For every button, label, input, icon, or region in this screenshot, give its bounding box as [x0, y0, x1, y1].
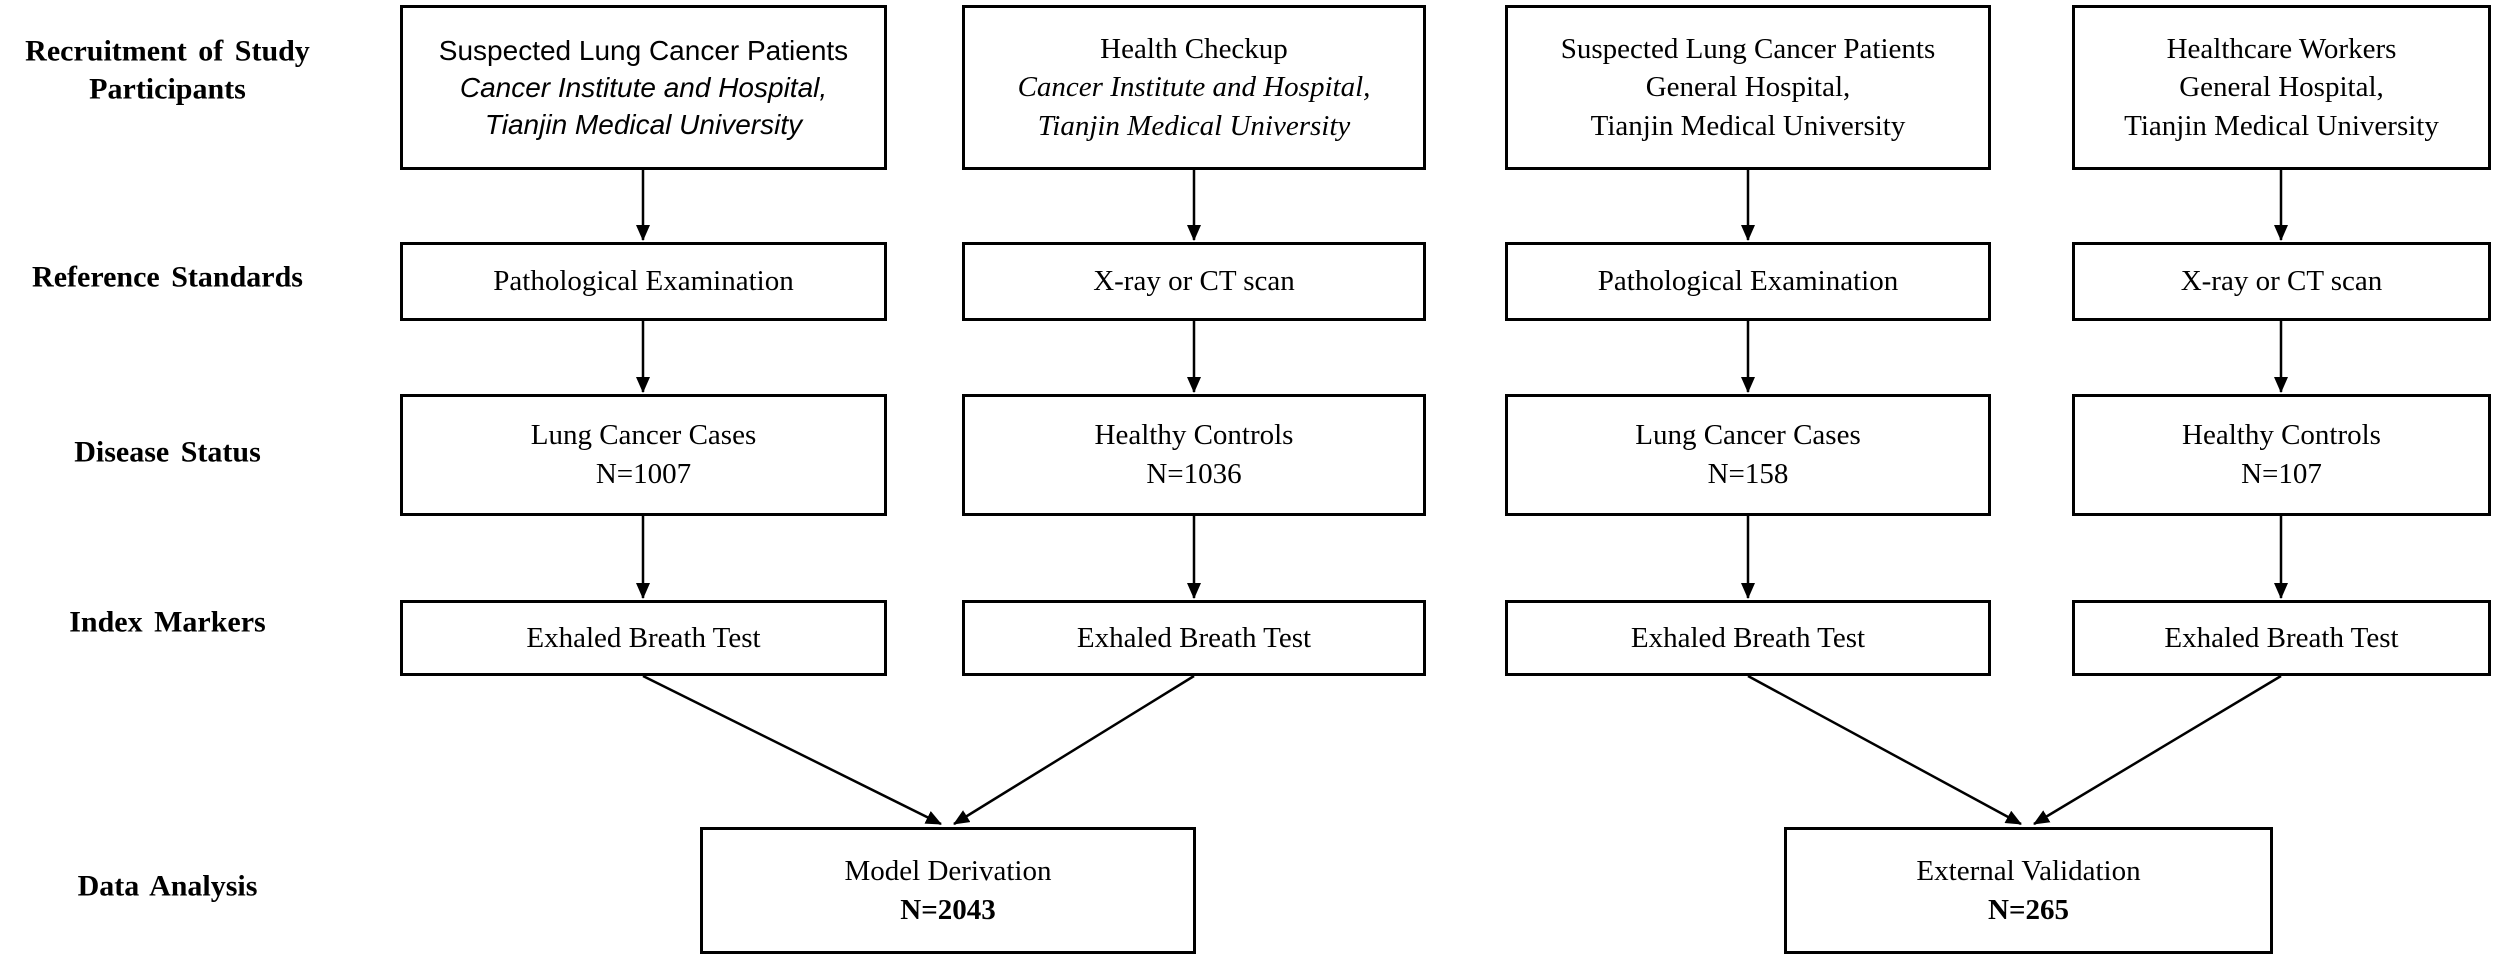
reference-standard-text: Pathological Examination	[493, 265, 794, 298]
disease-status-text: Healthy Controls	[2182, 419, 2381, 452]
disease-status-text: Lung Cancer Cases	[530, 419, 757, 452]
recruitment-institution: Cancer Institute and Hospital,	[459, 71, 828, 103]
recruitment-university: Tianjin Medical University	[484, 109, 803, 141]
recruitment-box-cohort4: Healthcare Workers General Hospital, Tia…	[2072, 5, 2491, 170]
recruitment-institution: Cancer Institute and Hospital,	[1017, 71, 1371, 104]
analysis-title: Model Derivation	[844, 854, 1052, 887]
stage-label-disease-status: Disease Status	[74, 435, 261, 469]
disease-status-box-cohort1: Lung Cancer Cases N=1007	[400, 394, 887, 516]
analysis-title: External Validation	[1916, 854, 2141, 887]
recruitment-institution: General Hospital,	[2179, 71, 2384, 104]
analysis-n: N=265	[1988, 893, 2069, 926]
recruitment-box-cohort1: Suspected Lung Cancer Patients Cancer In…	[400, 5, 887, 170]
arrow-c1-index-to-derivation	[642, 674, 942, 826]
index-marker-box-cohort3: Exhaled Breath Test	[1505, 600, 1991, 676]
arrow-c2-index-to-derivation	[953, 674, 1195, 826]
recruitment-university: Tianjin Medical University	[1590, 109, 1906, 142]
arrow-c4-index-to-validation	[2033, 674, 2282, 826]
recruitment-university: Tianjin Medical University	[1037, 109, 1351, 142]
reference-standard-box-cohort3: Pathological Examination	[1505, 242, 1991, 321]
reference-standard-box-cohort2: X-ray or CT scan	[962, 242, 1426, 321]
recruitment-box-cohort3: Suspected Lung Cancer Patients General H…	[1505, 5, 1991, 170]
disease-status-box-cohort4: Healthy Controls N=107	[2072, 394, 2491, 516]
disease-status-n: N=107	[2241, 458, 2322, 490]
recruitment-line: Healthcare Workers	[2166, 32, 2397, 65]
arrow-c3-index-to-validation	[1747, 674, 2022, 826]
external-validation-box: External Validation N=265	[1784, 827, 2273, 954]
reference-standard-text: X-ray or CT scan	[2180, 265, 2383, 298]
recruitment-institution: General Hospital,	[1645, 71, 1851, 104]
disease-status-n: N=1036	[1146, 458, 1242, 490]
reference-standard-text: X-ray or CT scan	[1093, 265, 1295, 298]
disease-status-text: Lung Cancer Cases	[1635, 419, 1861, 452]
disease-status-text: Healthy Controls	[1094, 419, 1294, 452]
disease-status-n: N=1007	[595, 458, 692, 490]
index-marker-box-cohort2: Exhaled Breath Test	[962, 600, 1426, 676]
index-marker-box-cohort1: Exhaled Breath Test	[400, 600, 887, 676]
reference-standard-box-cohort4: X-ray or CT scan	[2072, 242, 2491, 321]
recruitment-box-cohort2: Health Checkup Cancer Institute and Hosp…	[962, 5, 1426, 170]
index-marker-box-cohort4: Exhaled Breath Test	[2072, 600, 2491, 676]
recruitment-line: Suspected Lung Cancer Patients	[438, 34, 849, 66]
recruitment-line: Health Checkup	[1100, 32, 1288, 65]
index-marker-text: Exhaled Breath Test	[526, 621, 761, 654]
reference-standard-text: Pathological Examination	[1597, 265, 1899, 298]
index-marker-text: Exhaled Breath Test	[2164, 621, 2399, 654]
stage-label-data-analysis: Data Analysis	[77, 869, 258, 903]
disease-status-box-cohort2: Healthy Controls N=1036	[962, 394, 1426, 516]
reference-standard-box-cohort1: Pathological Examination	[400, 242, 887, 321]
index-marker-text: Exhaled Breath Test	[1076, 621, 1312, 654]
disease-status-box-cohort3: Lung Cancer Cases N=158	[1505, 394, 1991, 516]
stage-label-reference-standards: Reference Standards	[32, 260, 303, 294]
stage-label-index-markers: Index Markers	[69, 605, 266, 639]
model-derivation-box: Model Derivation N=2043	[700, 827, 1196, 954]
recruitment-university: Tianjin Medical University	[2124, 109, 2439, 142]
analysis-n: N=2043	[900, 893, 996, 926]
recruitment-line: Suspected Lung Cancer Patients	[1560, 32, 1936, 65]
index-marker-text: Exhaled Breath Test	[1630, 621, 1866, 654]
stage-label-recruitment: Recruitment of Study Participants	[25, 34, 310, 106]
disease-status-n: N=158	[1707, 458, 1789, 490]
